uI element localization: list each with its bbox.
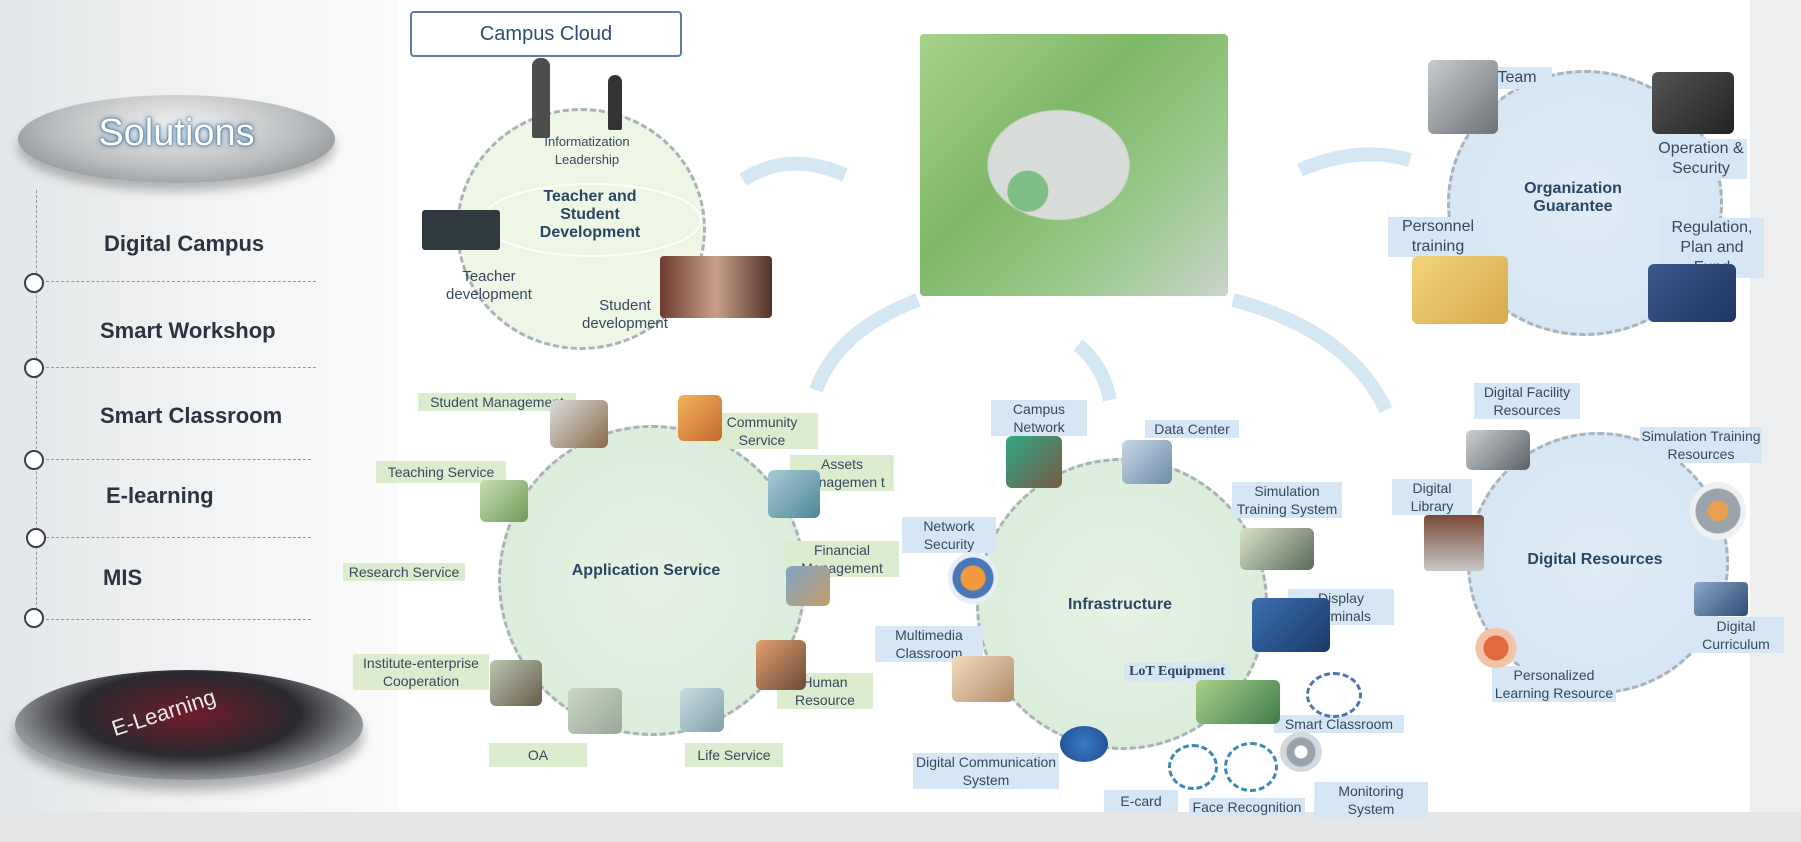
label-personalized-learning: Personalized Learning Resource xyxy=(1492,666,1616,702)
campus-network-icon xyxy=(1006,436,1062,488)
menu-node-icon xyxy=(24,358,44,378)
label-operation-security: Operation & Security xyxy=(1655,139,1747,179)
smart-classroom-icon xyxy=(1306,672,1362,718)
digital-library-icon xyxy=(1424,515,1484,571)
label-simulation-training: Simulation Training System xyxy=(1232,482,1342,518)
blackboard-icon xyxy=(422,210,500,250)
label-campus-network: Campus Network xyxy=(991,400,1087,436)
label-multimedia-classroom: Multimedia Classroom xyxy=(875,626,983,662)
oa-icon xyxy=(568,688,622,734)
arrow-to-teacher xyxy=(739,156,848,186)
data-center-icon xyxy=(1122,440,1172,484)
financial-icon xyxy=(786,566,830,606)
e-card-icon xyxy=(1168,744,1218,790)
label-leadership: Informatization Leadership xyxy=(544,134,630,167)
teacher-center-label: Teacher and Student Development xyxy=(539,188,641,241)
divider xyxy=(36,367,316,368)
menu-node-icon xyxy=(26,528,46,548)
sidebar-item-smart-workshop[interactable]: Smart Workshop xyxy=(100,318,276,343)
divider xyxy=(36,459,311,460)
sidebar-vertical-line xyxy=(36,190,37,620)
assets-icon xyxy=(768,470,820,518)
display-terminals-icon xyxy=(1252,598,1330,652)
label-digital-communication: Digital Communication System xyxy=(913,753,1059,789)
arrow-to-infrastructure xyxy=(1073,339,1117,402)
regulation-icon xyxy=(1648,264,1736,322)
human-resource-icon xyxy=(756,640,806,690)
label-teacher-dev: Teacher development xyxy=(446,268,532,303)
divider xyxy=(36,281,316,282)
infrastructure-center-label: Infrastructure xyxy=(1067,596,1173,613)
label-institute-cooperation: Institute-enterprise Cooperation xyxy=(353,654,489,690)
label-student-management: Student Management xyxy=(418,393,576,411)
sidebar-item-smart-classroom[interactable]: Smart Classroom xyxy=(100,403,283,428)
multimedia-icon xyxy=(952,656,1014,702)
label-data-center: Data Center xyxy=(1145,420,1239,438)
face-recognition-icon xyxy=(1224,742,1278,792)
menu-node-icon xyxy=(24,608,44,628)
arrow-to-application xyxy=(809,293,921,393)
life-service-icon xyxy=(680,688,724,732)
digital-curriculum-icon xyxy=(1694,582,1748,616)
label-digital-facility: Digital Facility Resources xyxy=(1474,383,1580,419)
sidebar-item-digital-campus[interactable]: Digital Campus xyxy=(104,231,265,256)
application-circle xyxy=(498,425,806,736)
teaching-icon xyxy=(480,480,528,522)
bottom-strip xyxy=(0,812,1801,842)
label-smart-classroom: Smart Classroom xyxy=(1274,715,1404,733)
menu-node-icon xyxy=(24,273,44,293)
label-team: Team xyxy=(1482,67,1552,89)
label-research-service: Research Service xyxy=(343,563,465,581)
label-digital-curriculum: Digital Curriculum xyxy=(1688,617,1784,653)
label-personnel-training: Personnel training xyxy=(1388,217,1488,257)
label-e-card: E-card xyxy=(1104,790,1178,812)
simulation-resources-icon xyxy=(1690,482,1746,540)
teacher-figure-icon xyxy=(532,58,550,138)
label-life-service: Life Service xyxy=(685,743,783,767)
student-figure-icon xyxy=(608,75,622,130)
community-icon xyxy=(678,395,722,441)
application-center-label: Application Service xyxy=(571,562,721,579)
students-group-icon xyxy=(660,256,772,318)
label-digital-library: Digital Library xyxy=(1392,479,1472,515)
digital-facility-icon xyxy=(1466,430,1530,470)
label-simulation-resources: Simulation Training Resources xyxy=(1640,427,1762,463)
network-security-icon xyxy=(948,552,998,604)
label-teaching-service: Teaching Service xyxy=(376,461,506,483)
digital-communication-icon xyxy=(1060,726,1108,762)
campus-aerial-image xyxy=(920,34,1228,296)
training-icon xyxy=(1412,256,1508,324)
divider xyxy=(36,619,311,620)
lot-icon xyxy=(1196,680,1280,724)
label-student-dev: Student development xyxy=(582,297,668,332)
solutions-disk xyxy=(18,95,335,183)
arrow-to-resources xyxy=(1231,293,1393,414)
organization-center-label: Organization Guarantee xyxy=(1524,180,1622,215)
e-learning-disk xyxy=(15,670,363,780)
label-community-service: Community Service xyxy=(706,413,818,449)
resources-center-label: Digital Resources xyxy=(1527,551,1663,568)
personalized-learning-icon xyxy=(1474,628,1518,668)
campus-cloud-box: Campus Cloud xyxy=(410,11,682,57)
label-human-resource: Human Resource xyxy=(777,673,873,709)
institute-icon xyxy=(490,660,542,706)
arrow-to-organization xyxy=(1297,147,1412,177)
operation-icon xyxy=(1652,72,1734,134)
flow-arrows xyxy=(739,147,1412,414)
sidebar-title: Solutions xyxy=(98,112,255,154)
label-face-recognition: Face Recognition xyxy=(1189,798,1305,816)
student-management-icon xyxy=(550,400,608,448)
divider xyxy=(36,537,311,538)
label-lot-equipment: LoT Equipment xyxy=(1124,663,1230,681)
sidebar-item-mis[interactable]: MIS xyxy=(103,565,143,590)
label-monitoring-system: Monitoring System xyxy=(1314,782,1428,818)
label-oa: OA xyxy=(489,743,587,767)
label-network-security: Network Security xyxy=(902,517,996,553)
menu-node-icon xyxy=(24,450,44,470)
team-icon xyxy=(1428,60,1498,134)
simulation-icon xyxy=(1240,528,1314,570)
monitoring-icon xyxy=(1280,732,1322,772)
sidebar-item-e-learning[interactable]: E-learning xyxy=(106,483,214,508)
